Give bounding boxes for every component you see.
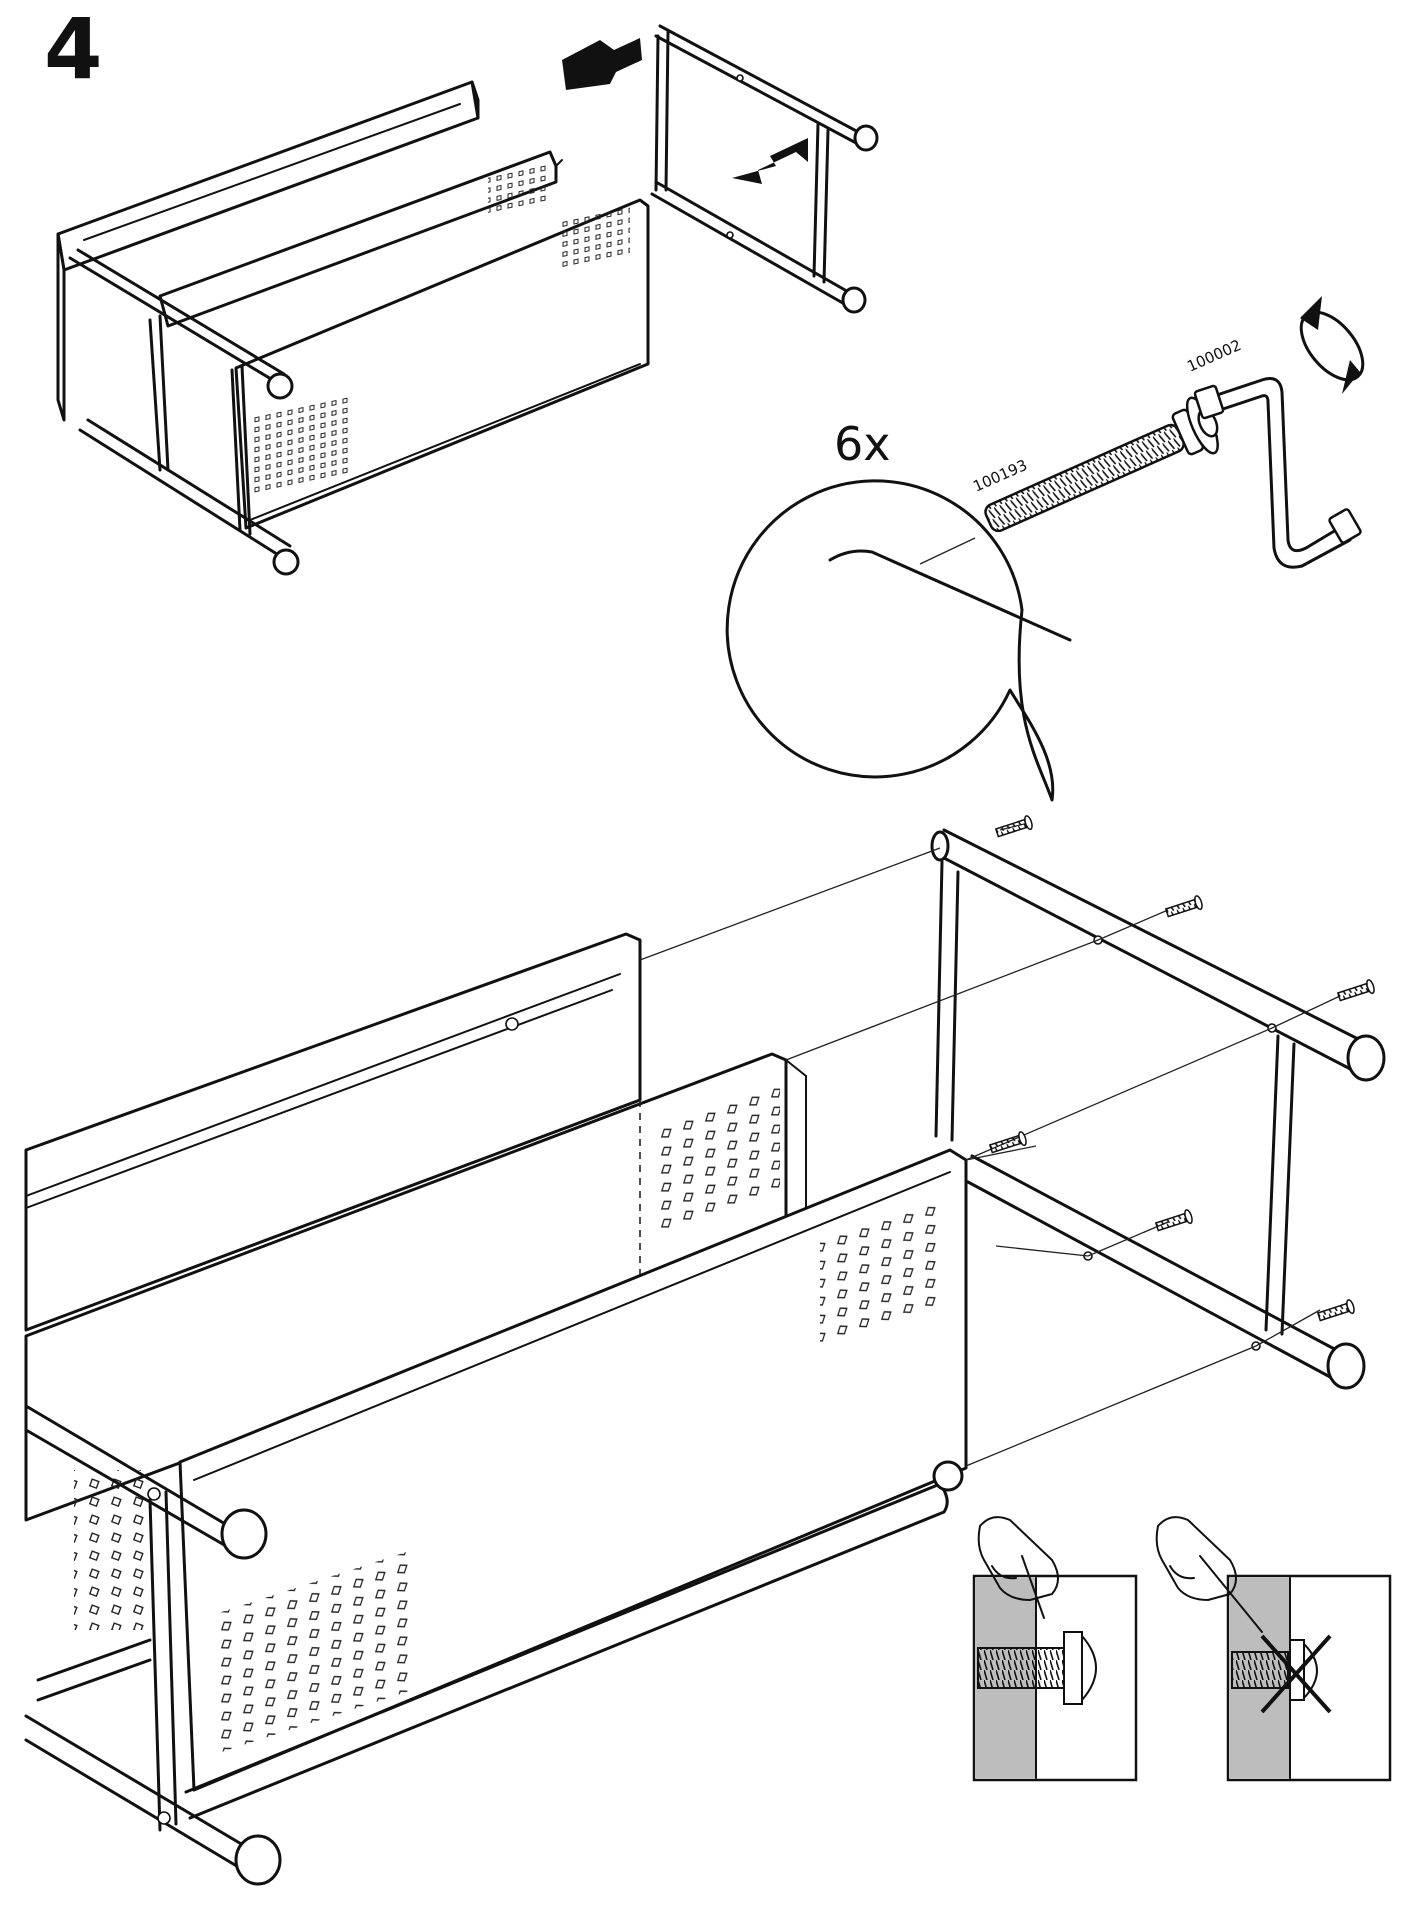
cross-icon xyxy=(1260,1634,1332,1714)
arrow-icon xyxy=(732,138,808,184)
overview-side-frame xyxy=(650,24,879,314)
tip-correct xyxy=(972,1516,1138,1782)
allen-key-part xyxy=(1193,377,1362,569)
arrow-icon xyxy=(562,38,642,90)
detail-callout xyxy=(725,479,1072,802)
rotate-icon xyxy=(1299,296,1365,394)
overview-assembly xyxy=(56,80,650,576)
quantity-label: 6x xyxy=(834,417,891,471)
side-frame xyxy=(930,828,1386,1390)
tip-incorrect xyxy=(1155,1516,1392,1782)
main-assembly xyxy=(24,932,968,1886)
allen-key-part-number: 100002 xyxy=(1184,336,1244,376)
hand-icon xyxy=(1155,1516,1263,1633)
step-number: 4 xyxy=(44,0,102,98)
screws xyxy=(988,815,1375,1322)
screw-part xyxy=(984,396,1219,533)
hand-icon xyxy=(977,1516,1059,1619)
